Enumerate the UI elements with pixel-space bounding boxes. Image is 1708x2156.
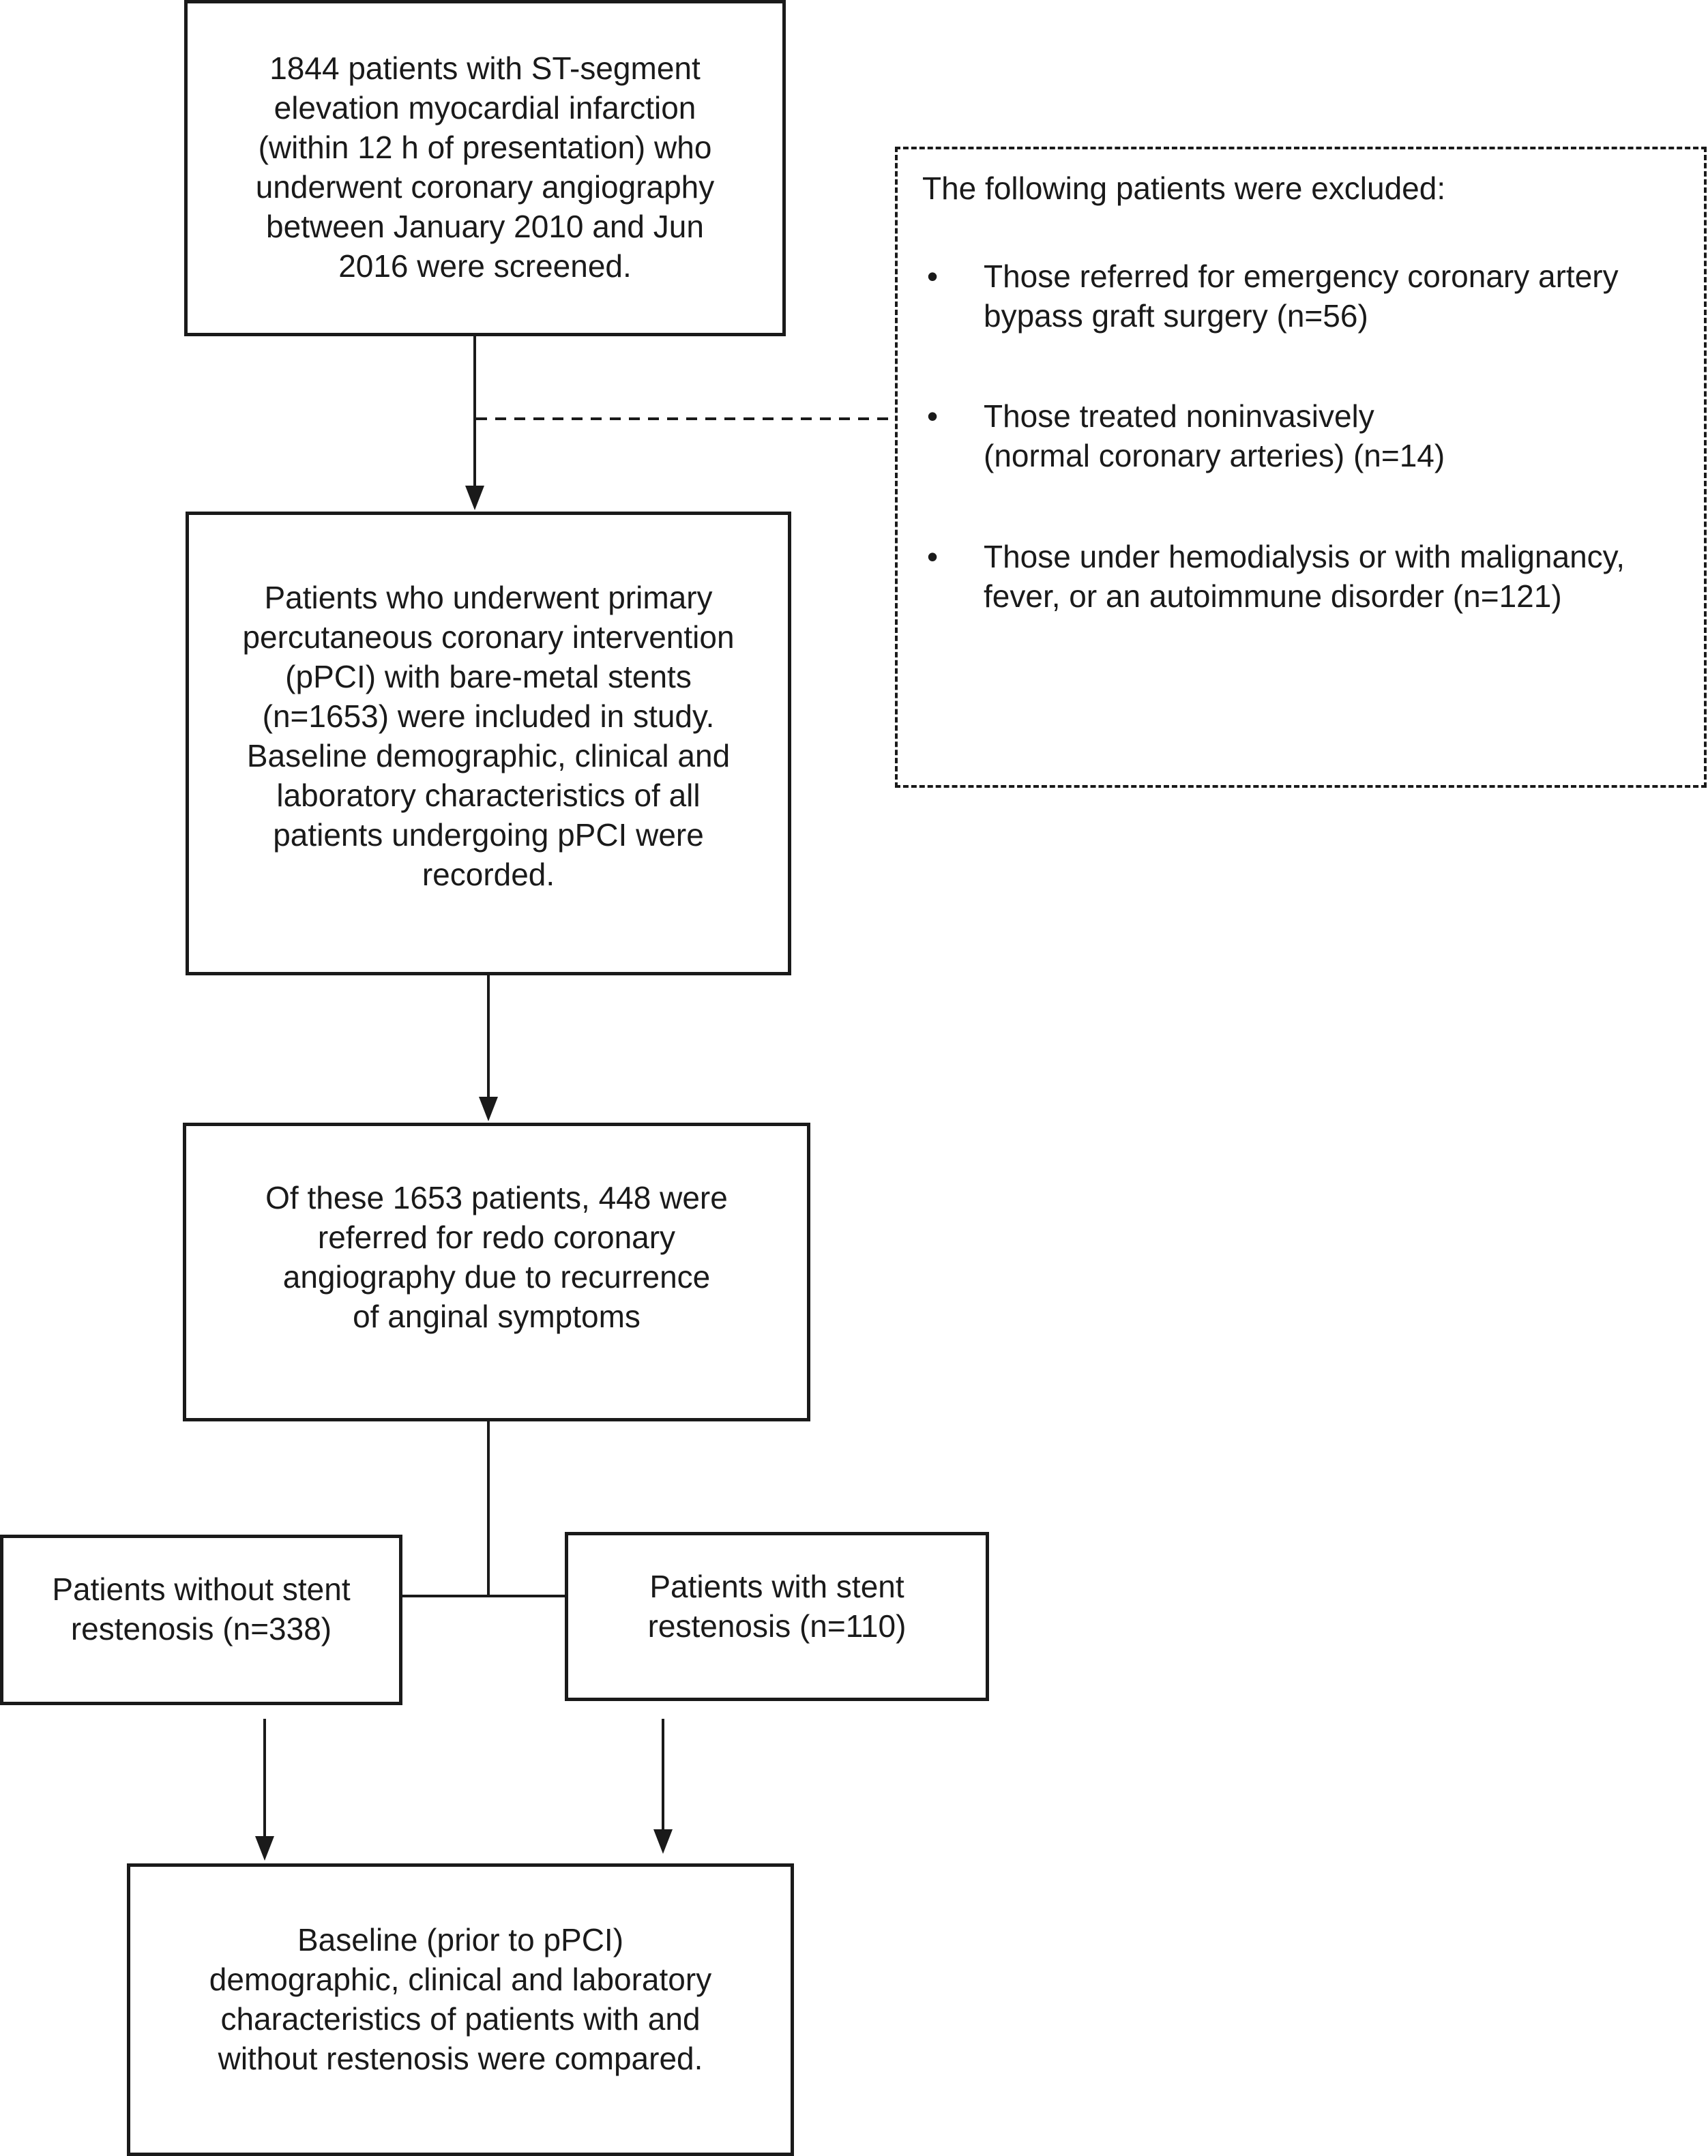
comparison-box: Baseline (prior to pPCI) demographic, cl… xyxy=(127,1863,794,2156)
with-restenosis-box: Patients with stent restenosis (n=110) xyxy=(565,1532,989,1701)
exclusion-item-text: Those under hemodialysis or with maligna… xyxy=(984,539,1625,614)
bullet-icon: • xyxy=(926,539,939,574)
without-restenosis-text: Patients without stent restenosis (n=338… xyxy=(52,1571,351,1646)
screened-patients-text: 1844 patients with ST-segment elevation … xyxy=(255,50,715,284)
without-restenosis-box: Patients without stent restenosis (n=338… xyxy=(0,1535,402,1705)
screened-patients-box: 1844 patients with ST-segment elevation … xyxy=(184,0,786,336)
comparison-text: Baseline (prior to pPCI) demographic, cl… xyxy=(209,1922,712,2076)
arrowhead-included xyxy=(465,486,484,510)
bullet-icon: • xyxy=(926,398,939,434)
exclusion-criteria-box: The following patients were excluded: • … xyxy=(895,147,1707,788)
included-patients-text: Patients who underwent primary percutane… xyxy=(242,580,735,892)
bullet-icon: • xyxy=(926,259,939,294)
redo-angiography-box: Of these 1653 patients, 448 were referre… xyxy=(183,1123,810,1421)
with-restenosis-text: Patients with stent restenosis (n=110) xyxy=(647,1569,907,1644)
included-patients-box: Patients who underwent primary percutane… xyxy=(186,512,791,975)
arrowhead-compared-left xyxy=(255,1836,274,1861)
exclusion-heading: The following patients were excluded: xyxy=(922,171,1446,206)
exclusion-item-text: Those treated noninvasively (normal coro… xyxy=(984,398,1445,473)
arrowhead-compared-right xyxy=(653,1829,673,1854)
exclusion-item-text: Those referred for emergency coronary ar… xyxy=(984,259,1619,334)
redo-angiography-text: Of these 1653 patients, 448 were referre… xyxy=(265,1180,728,1334)
arrowhead-redo xyxy=(479,1097,498,1121)
